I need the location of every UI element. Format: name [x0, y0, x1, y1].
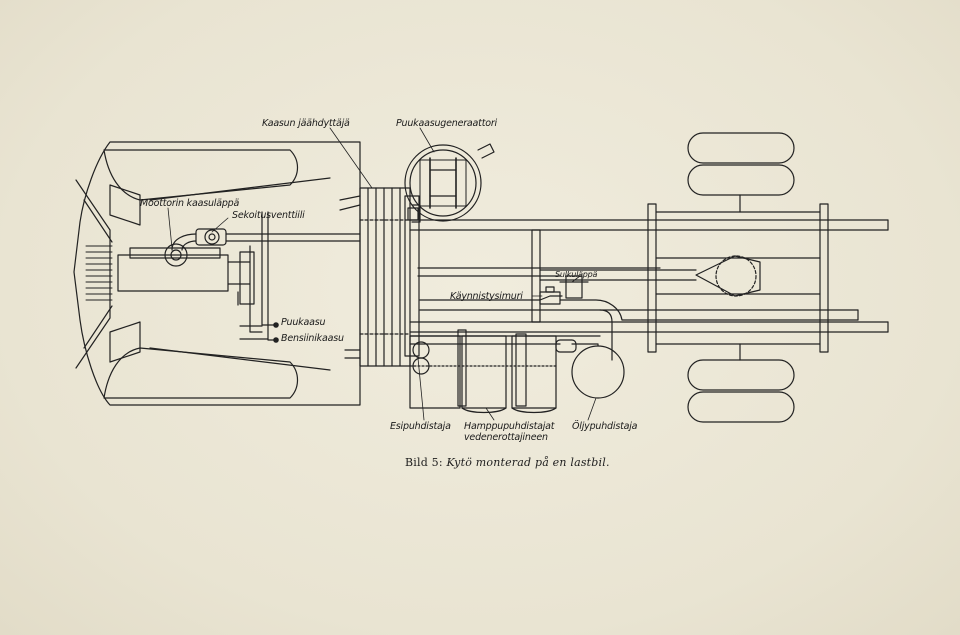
label-shut-off-valve: Sulkuläppä	[555, 270, 598, 279]
truck-hood	[73, 141, 361, 406]
oil-cleaner	[555, 339, 625, 399]
figure-caption: Bild 5: Kytö monterad på en lastbil.	[405, 456, 610, 469]
engine-block	[117, 247, 255, 306]
label-gas-cooler: Kaasun jäähdyttäjä	[262, 118, 350, 129]
cleaner-pipe	[409, 335, 601, 345]
gas-pipe-to-engine	[171, 233, 361, 251]
label-wood-gas-generator: Puukaasugeneraattori	[396, 118, 497, 129]
label-hemp-cleaners-line2: vedenerottajineen	[464, 432, 548, 443]
rear-wheels-bottom	[687, 343, 795, 423]
wood-gas-generator	[404, 143, 495, 223]
rear-wheels-top	[687, 132, 795, 213]
caption-text: Kytö monterad på en lastbil.	[446, 456, 610, 469]
caption-prefix: Bild 5:	[405, 456, 443, 469]
label-engine-gas-valve: Moottorin kaasuläppä	[140, 198, 240, 209]
label-oil-cleaner: Öljypuhdistaja	[572, 421, 638, 432]
control-rods	[239, 211, 279, 343]
label-wood-gas: Puukaasu	[281, 317, 326, 328]
label-mixing-valve: Sekoitusventtiili	[232, 210, 305, 221]
label-petrol-gas: Bensiinikaasu	[281, 333, 344, 344]
hemp-cleaners	[457, 329, 557, 414]
mixing-valve	[195, 228, 227, 246]
starter-blower-pipe	[419, 286, 859, 361]
gas-cooler	[339, 187, 420, 367]
label-pre-cleaner: Esipuhdistaja	[390, 421, 451, 432]
pre-cleaner	[409, 335, 461, 409]
chassis-frame	[409, 203, 889, 353]
engine-gas-valve	[164, 243, 188, 267]
shut-off-valve	[417, 267, 661, 299]
leader-lines	[167, 127, 597, 421]
label-hemp-cleaners-line1: Hamppupuhdistajat	[464, 421, 555, 432]
label-starter-blower: Käynnistysimuri	[450, 291, 523, 302]
